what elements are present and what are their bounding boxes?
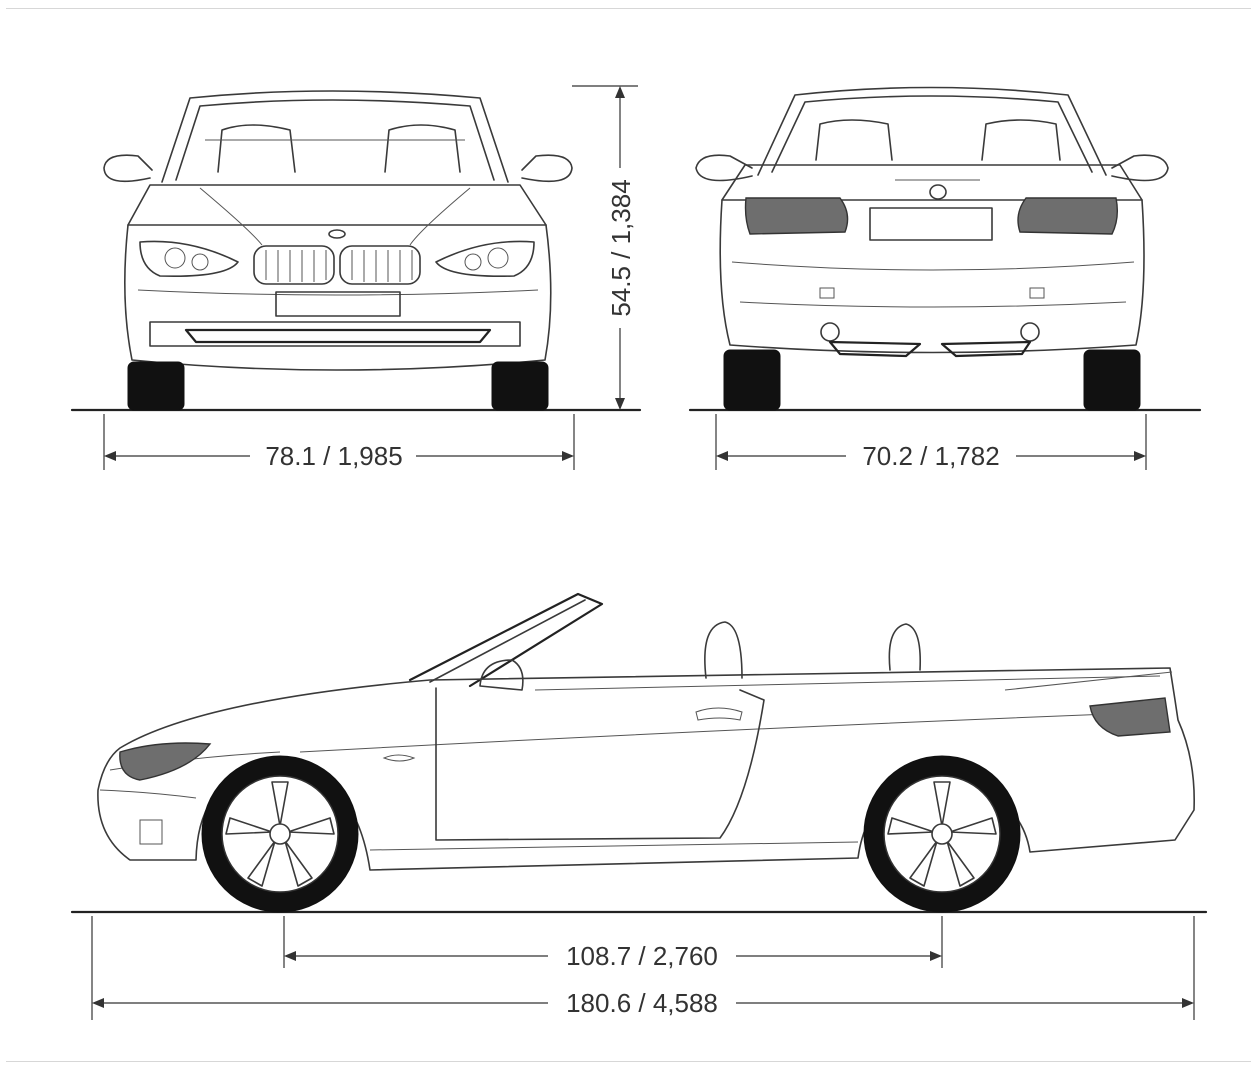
front-view [70,90,642,412]
overall-length-dimension [91,916,1195,1021]
wheelbase-dimension [283,916,943,974]
side-view [70,592,1208,914]
rear-track-dimension [715,414,1147,474]
height-dimension [572,85,638,410]
rear-view [688,86,1202,412]
overall-length-label: 180.6 / 4,588 [566,988,718,1018]
front-track-label: 78.1 / 1,985 [265,441,402,471]
front-track-dimension [103,414,575,474]
height-label: 54.5 / 1,384 [606,179,636,316]
drawing-frame [6,8,1251,1062]
rear-track-label: 70.2 / 1,782 [862,441,999,471]
wheelbase-label: 108.7 / 2,760 [566,941,718,971]
